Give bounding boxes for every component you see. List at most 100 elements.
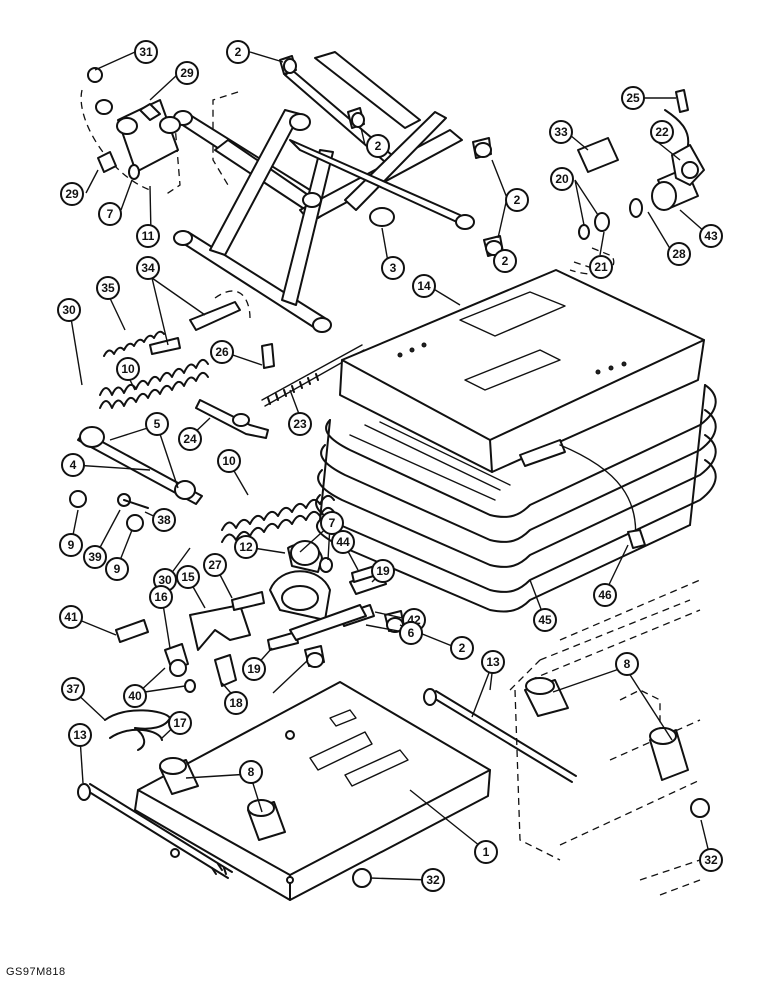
svg-text:14: 14	[417, 279, 431, 293]
callout-45: 45	[533, 608, 557, 632]
svg-text:38: 38	[157, 513, 171, 527]
svg-text:16: 16	[154, 590, 168, 604]
callout-20: 20	[550, 167, 574, 191]
svg-text:13: 13	[73, 728, 87, 742]
callout-4: 4	[61, 453, 85, 477]
base-plate	[134, 681, 491, 901]
bushings	[279, 55, 504, 668]
svg-text:7: 7	[329, 516, 336, 530]
callout-41: 41	[59, 605, 83, 629]
svg-text:8: 8	[248, 765, 255, 779]
callout-40: 40	[123, 684, 147, 708]
svg-text:37: 37	[66, 682, 80, 696]
callout-39: 39	[83, 545, 107, 569]
callout-17: 17	[168, 711, 192, 735]
callout-31: 31	[134, 40, 158, 64]
svg-text:7: 7	[107, 207, 114, 221]
callout-24: 24	[178, 427, 202, 451]
bellows-skirt	[315, 384, 717, 613]
scissor-frame	[159, 51, 475, 333]
svg-text:4: 4	[70, 458, 77, 472]
svg-text:15: 15	[181, 570, 195, 584]
callout-5: 5	[145, 412, 169, 436]
callout-46: 46	[593, 583, 617, 607]
callout-2: 2	[366, 134, 390, 158]
pivot-assembly	[80, 67, 181, 191]
svg-text:31: 31	[139, 45, 153, 59]
svg-text:23: 23	[293, 417, 307, 431]
svg-text:5: 5	[154, 417, 161, 431]
svg-text:21: 21	[594, 260, 608, 274]
svg-text:10: 10	[222, 454, 236, 468]
threaded-rod	[261, 343, 365, 407]
callout-29: 29	[60, 182, 84, 206]
svg-text:13: 13	[486, 655, 500, 669]
callout-34: 34	[136, 256, 160, 280]
lever-parts	[149, 290, 269, 439]
callout-13: 13	[481, 650, 505, 674]
svg-text:33: 33	[554, 125, 568, 139]
svg-text:6: 6	[408, 626, 415, 640]
svg-text:28: 28	[672, 247, 686, 261]
svg-text:2: 2	[459, 641, 466, 655]
callout-8: 8	[239, 760, 263, 784]
svg-text:34: 34	[141, 261, 155, 275]
callout-23: 23	[288, 412, 312, 436]
callout-29: 29	[175, 61, 199, 85]
callout-21: 21	[589, 255, 613, 279]
callout-2: 2	[493, 249, 517, 273]
svg-text:19: 19	[376, 564, 390, 578]
svg-text:8: 8	[624, 657, 631, 671]
svg-text:3: 3	[390, 261, 397, 275]
callout-35: 35	[96, 276, 120, 300]
shaft-assembly	[69, 426, 203, 532]
callout-14: 14	[412, 274, 436, 298]
svg-text:39: 39	[88, 550, 102, 564]
ghost-frame	[352, 579, 710, 896]
callout-8: 8	[615, 652, 639, 676]
svg-text:32: 32	[704, 853, 718, 867]
callout-22: 22	[650, 120, 674, 144]
tie-rods	[77, 688, 577, 879]
svg-text:29: 29	[180, 66, 194, 80]
svg-text:26: 26	[215, 345, 229, 359]
svg-text:32: 32	[426, 873, 440, 887]
cam-mechanism	[104, 540, 387, 751]
callout-15: 15	[176, 565, 200, 589]
callout-30: 30	[57, 298, 81, 322]
svg-text:24: 24	[183, 432, 197, 446]
callout-11: 11	[136, 224, 160, 248]
callout-32: 32	[699, 848, 723, 872]
callout-33: 33	[549, 120, 573, 144]
svg-text:19: 19	[247, 662, 261, 676]
callout-7: 7	[320, 511, 344, 535]
callout-7: 7	[98, 202, 122, 226]
callout-19: 19	[371, 559, 395, 583]
callout-16: 16	[149, 585, 173, 609]
svg-text:11: 11	[142, 229, 155, 243]
svg-text:46: 46	[598, 588, 612, 602]
callout-9: 9	[59, 533, 83, 557]
callout-10: 10	[217, 449, 241, 473]
callout-9: 9	[105, 557, 129, 581]
callout-37: 37	[61, 677, 85, 701]
callout-2: 2	[450, 636, 474, 660]
callout-38: 38	[152, 508, 176, 532]
callout-32: 32	[421, 868, 445, 892]
svg-text:45: 45	[538, 613, 552, 627]
svg-text:29: 29	[65, 187, 79, 201]
svg-text:43: 43	[704, 229, 718, 243]
callout-6: 6	[399, 621, 423, 645]
callout-3: 3	[381, 256, 405, 280]
drawing-reference-code: GS97M818	[6, 966, 66, 978]
callout-13: 13	[68, 723, 92, 747]
svg-text:22: 22	[655, 125, 669, 139]
callout-1: 1	[474, 840, 498, 864]
svg-text:12: 12	[239, 540, 253, 554]
svg-text:18: 18	[229, 696, 243, 710]
svg-text:20: 20	[555, 172, 569, 186]
callout-2: 2	[226, 40, 250, 64]
callout-10: 10	[116, 357, 140, 381]
